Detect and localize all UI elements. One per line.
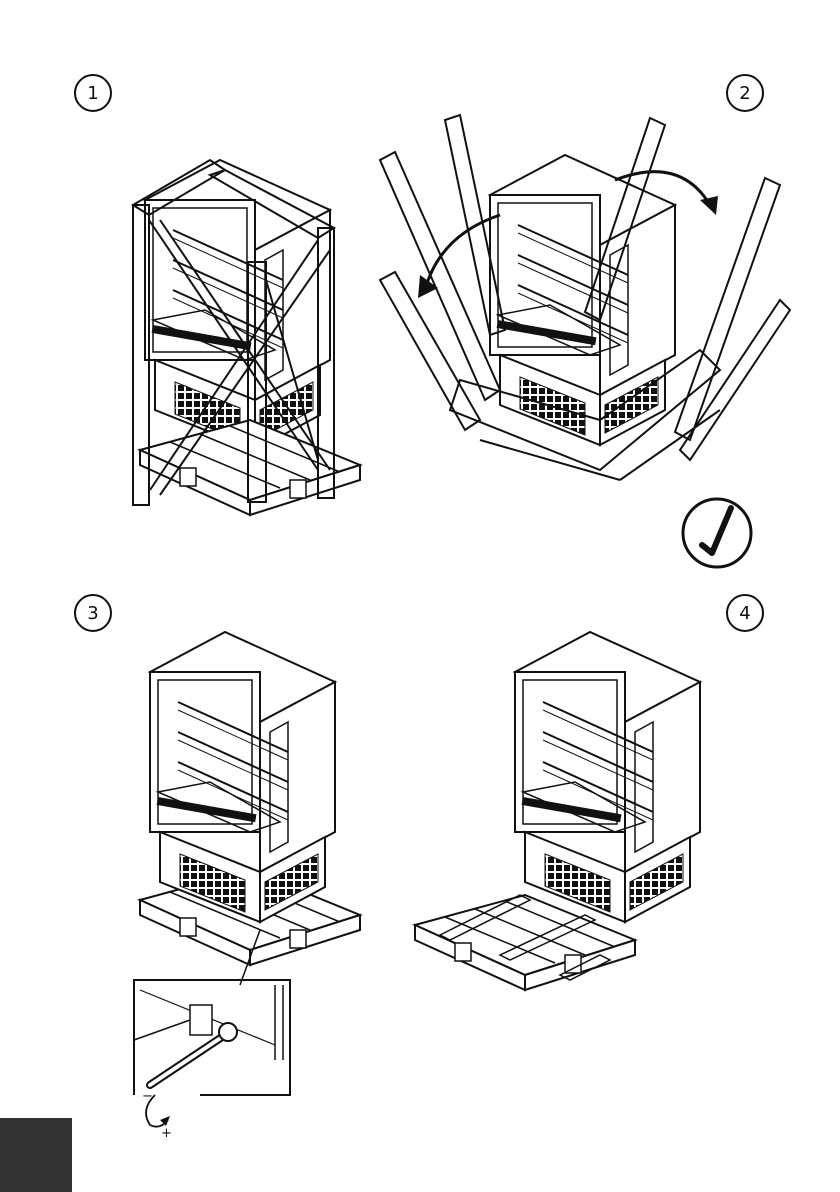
tighten-sign: +	[161, 1126, 172, 1141]
wrench-detail: − +	[134, 980, 290, 1141]
page-tab	[0, 1118, 72, 1192]
loosen-sign: −	[142, 1089, 153, 1104]
uncrating-display-cabinet	[380, 115, 790, 480]
cabinet-removed-from-pallet	[415, 632, 700, 990]
crated-display-cabinet	[133, 160, 360, 515]
cabinet-on-pallet	[140, 632, 360, 985]
check-icon	[683, 499, 751, 567]
